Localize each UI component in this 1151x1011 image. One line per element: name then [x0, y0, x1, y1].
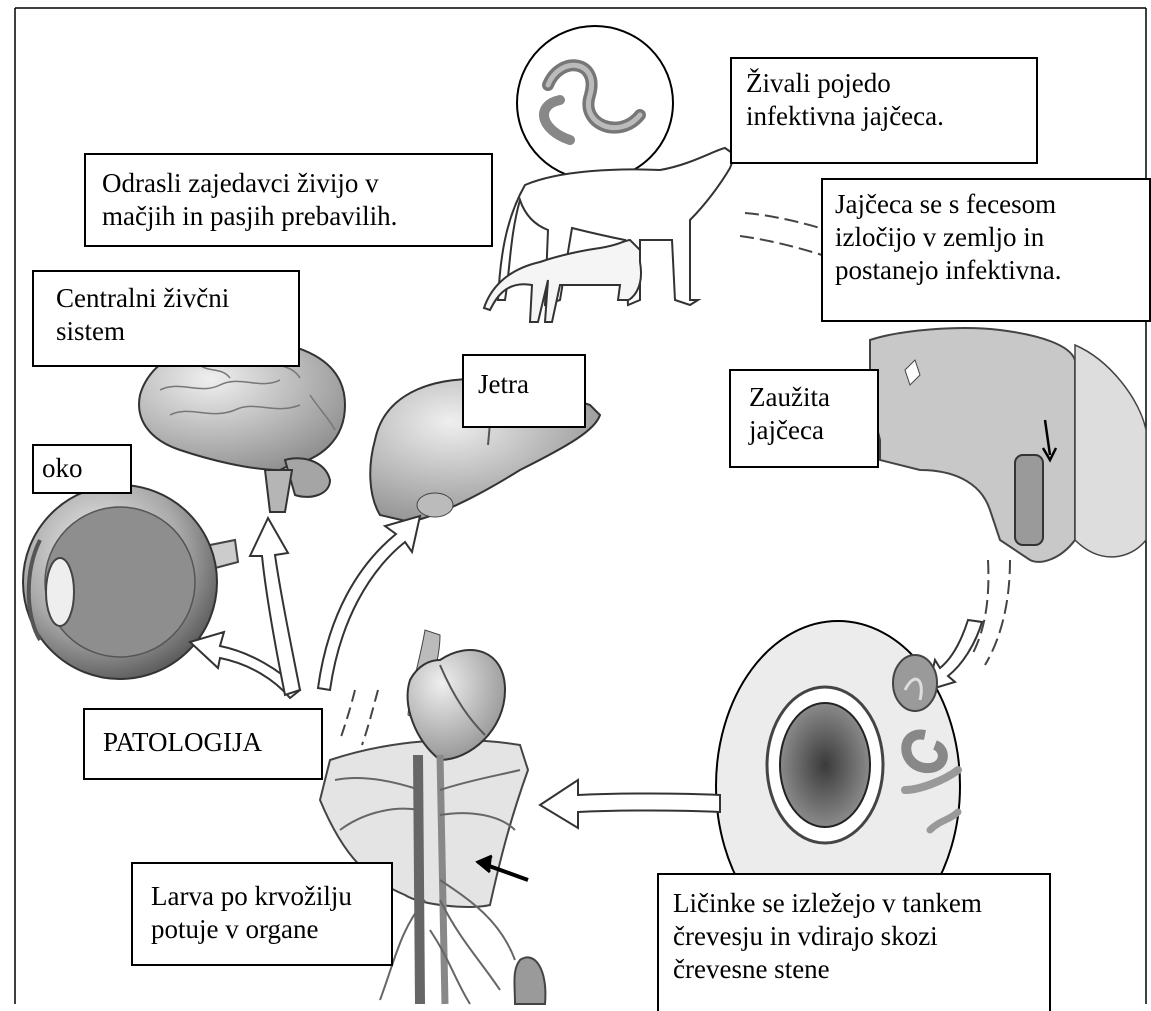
label-central-nervous-system: Centralni živčni sistem: [32, 270, 300, 367]
label-adult-parasites: Odrasli zajedavci živijo v mačjih in pas…: [84, 153, 493, 247]
cycle-path-lines-left: [340, 690, 378, 745]
label-eye: oko: [32, 444, 132, 494]
label-animals-eat-eggs: Živali pojedo infektivna jajčeca.: [730, 57, 1038, 164]
label-larvae-hatch: Ličinke se izležejo v tankem črevesju in…: [657, 873, 1051, 1011]
label-swallowed-eggs: Zaužita jajčeca: [729, 369, 879, 468]
cycle-path-lines-top: [740, 213, 822, 255]
throat-illustration: [870, 328, 1146, 562]
label-liver: Jetra: [462, 354, 586, 428]
arrow-to-circulation: [540, 780, 720, 828]
dog-cat-illustration: [484, 148, 735, 322]
cycle-path-lines-right: [972, 560, 1010, 665]
label-eggs-shed: Jajčeca se s fecesom izločijo v zemljo i…: [821, 178, 1151, 322]
label-larva-bloodstream: Larva po krvožilju potuje v organe: [131, 862, 393, 966]
worm-bubble-illustration: [517, 26, 673, 180]
label-pathology: PATOLOGIJA: [83, 708, 323, 780]
